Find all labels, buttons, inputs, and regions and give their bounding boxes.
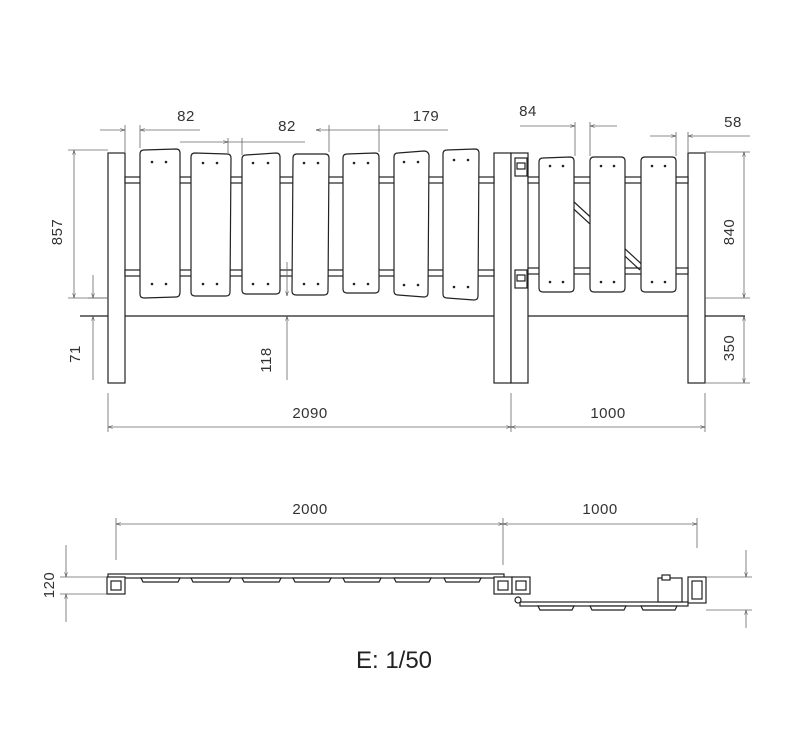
slat-5 [342, 152, 380, 294]
dim-post-depth: 350 [705, 316, 750, 384]
elevation-view: 82 82 179 84 [49, 103, 750, 432]
dim-label-118: 118 [258, 347, 275, 372]
dim-label-1000a: 1000 [590, 405, 625, 422]
dim-plan-gate-length: 1000 [503, 501, 698, 548]
dim-slat-gap: 82 [180, 118, 305, 155]
slat-7 [442, 148, 480, 301]
post-middle-a [493, 152, 512, 384]
gate-slat-3 [640, 156, 677, 293]
post-left [107, 152, 126, 384]
dim-slat-pitch: 179 [316, 108, 448, 152]
dim-gate-height: 840 [705, 151, 750, 299]
dim-plan-fence-length: 2000 [115, 501, 504, 565]
dim-label-2090: 2090 [292, 405, 327, 422]
slat-3 [241, 152, 281, 295]
dim-fence-height: 857 [49, 149, 108, 299]
dim-slat-width: 82 [100, 108, 200, 152]
dim-label-840: 840 [721, 219, 738, 246]
dim-gate-length: 1000 [511, 393, 706, 432]
dim-gate-gap: 84 [519, 103, 617, 156]
dim-label-71: 71 [67, 345, 84, 363]
slat-6 [393, 150, 430, 298]
plan-slat-tabs [140, 577, 482, 583]
dim-plan-depth: 120 [41, 545, 107, 622]
dim-plan-gate-offset [706, 550, 752, 628]
dim-label-82b: 82 [278, 118, 296, 135]
slat-2 [190, 152, 232, 297]
dim-fence-length: 2090 [107, 393, 512, 432]
dim-label-350: 350 [721, 335, 738, 362]
post-right [687, 152, 706, 384]
dim-label-84: 84 [519, 103, 537, 120]
fence-slats [139, 148, 480, 301]
screw-dots [150, 158, 667, 289]
dim-label-82a: 82 [177, 108, 195, 125]
slat-1 [139, 148, 181, 299]
dim-label-120: 120 [41, 572, 58, 599]
plan-gate-tabs [537, 605, 678, 611]
dim-label-58: 58 [724, 114, 742, 131]
dim-label-857: 857 [49, 219, 66, 246]
plan-hinge-pin [514, 596, 522, 604]
dim-label-1000b: 1000 [582, 501, 617, 518]
gate-slat-2 [589, 156, 626, 293]
scale-label: E: 1/50 [356, 647, 432, 674]
dim-label-2000: 2000 [292, 501, 327, 518]
gate-slat-1 [538, 156, 575, 293]
plan-gate-latch [657, 577, 683, 603]
slat-4 [291, 153, 330, 296]
dim-gate-end: 58 [650, 114, 750, 156]
post-middle-b [510, 152, 529, 384]
gate-slats [538, 156, 677, 293]
dim-rail-offset: 118 [258, 262, 287, 380]
dim-label-179: 179 [413, 108, 440, 125]
dim-ground-clearance: 71 [67, 275, 108, 380]
plan-view: 2000 1000 120 [41, 501, 752, 628]
